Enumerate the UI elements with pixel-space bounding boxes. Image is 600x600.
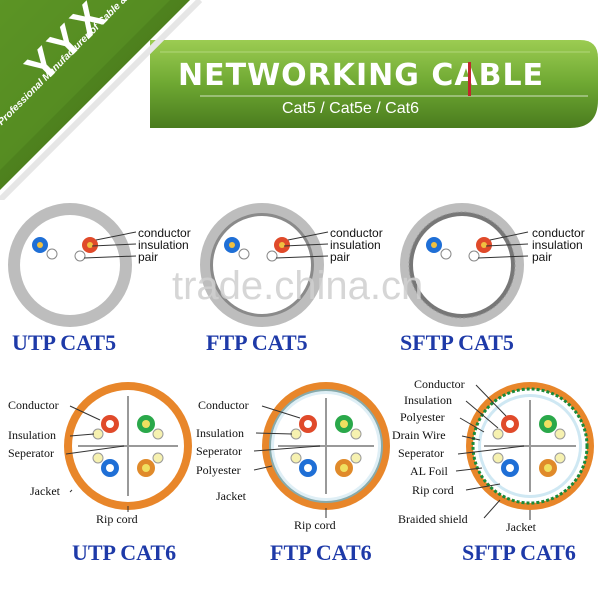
cat6-ftp-diagram <box>253 382 390 518</box>
ftp-cat5-title: FTP CAT5 <box>206 330 308 355</box>
ftp-cat6-title: FTP CAT6 <box>270 540 372 565</box>
ftp5-label-pair: pair <box>330 250 351 264</box>
watermark: trade.china.cn <box>172 264 424 308</box>
sftp6-label-jacket: Jacket <box>506 520 536 534</box>
ftp5-label-insulation: insulation <box>330 238 381 252</box>
cat5-utp-diagram <box>8 203 137 327</box>
ftp6-label-conductor: Conductor <box>198 398 249 412</box>
utp-cat5-title: UTP CAT5 <box>12 330 117 355</box>
sftp6-label-polyester: Polyester <box>400 410 445 424</box>
banner-subtitle: Cat5 / Cat5e / Cat6 <box>282 100 419 117</box>
sftp6-label-ripcord: Rip cord <box>412 483 454 497</box>
sftp6-label-al-foil: AL Foil <box>410 464 448 478</box>
banner-graphic <box>0 0 598 200</box>
utp6-label-ripcord: Rip cord <box>96 512 138 526</box>
sftp5-label-pair: pair <box>532 250 553 264</box>
ftp6-label-jacket: Jacket <box>216 489 246 503</box>
utp6-label-seperator: Seperator <box>8 446 54 460</box>
cat6-sftp-diagram <box>455 382 594 520</box>
cat5-ftp-diagram <box>200 203 329 327</box>
utp5-label-conductor: conductor <box>138 226 191 240</box>
utp5-label-pair: pair <box>138 250 159 264</box>
cat6-utp-diagram <box>64 382 192 512</box>
utp6-label-conductor: Conductor <box>8 398 59 412</box>
utp6-label-jacket: Jacket <box>30 484 60 498</box>
ftp6-label-seperator: Seperator <box>196 444 242 458</box>
header-banner: YYX Professional Manufacturer of Cable &… <box>0 0 600 200</box>
sftp5-label-conductor: conductor <box>532 226 585 240</box>
sftp6-label-seperator: Seperator <box>398 446 444 460</box>
utp5-label-insulation: insulation <box>138 238 189 252</box>
banner-title: NETWORKING CABLE <box>178 58 545 93</box>
utp6-label-insulation: Insulation <box>8 428 56 442</box>
sftp5-label-insulation: insulation <box>532 238 583 252</box>
sftp6-label-conductor: Conductor <box>414 377 465 391</box>
sftp6-label-insulation: Insulation <box>404 393 452 407</box>
banner-accent-bar <box>468 62 471 96</box>
sftp-cat6-title: SFTP CAT6 <box>462 540 576 565</box>
sftp6-label-drain-wire: Drain Wire <box>392 428 446 442</box>
cat5-sftp-diagram <box>400 203 529 327</box>
ftp6-label-ripcord: Rip cord <box>294 518 336 532</box>
ftp5-label-conductor: conductor <box>330 226 383 240</box>
ftp6-label-polyester: Polyester <box>196 463 241 477</box>
ftp6-label-insulation: Insulation <box>196 426 244 440</box>
sftp6-label-braided-shield: Braided shield <box>398 512 468 526</box>
utp-cat6-title: UTP CAT6 <box>72 540 177 565</box>
sftp-cat5-title: SFTP CAT5 <box>400 330 514 355</box>
